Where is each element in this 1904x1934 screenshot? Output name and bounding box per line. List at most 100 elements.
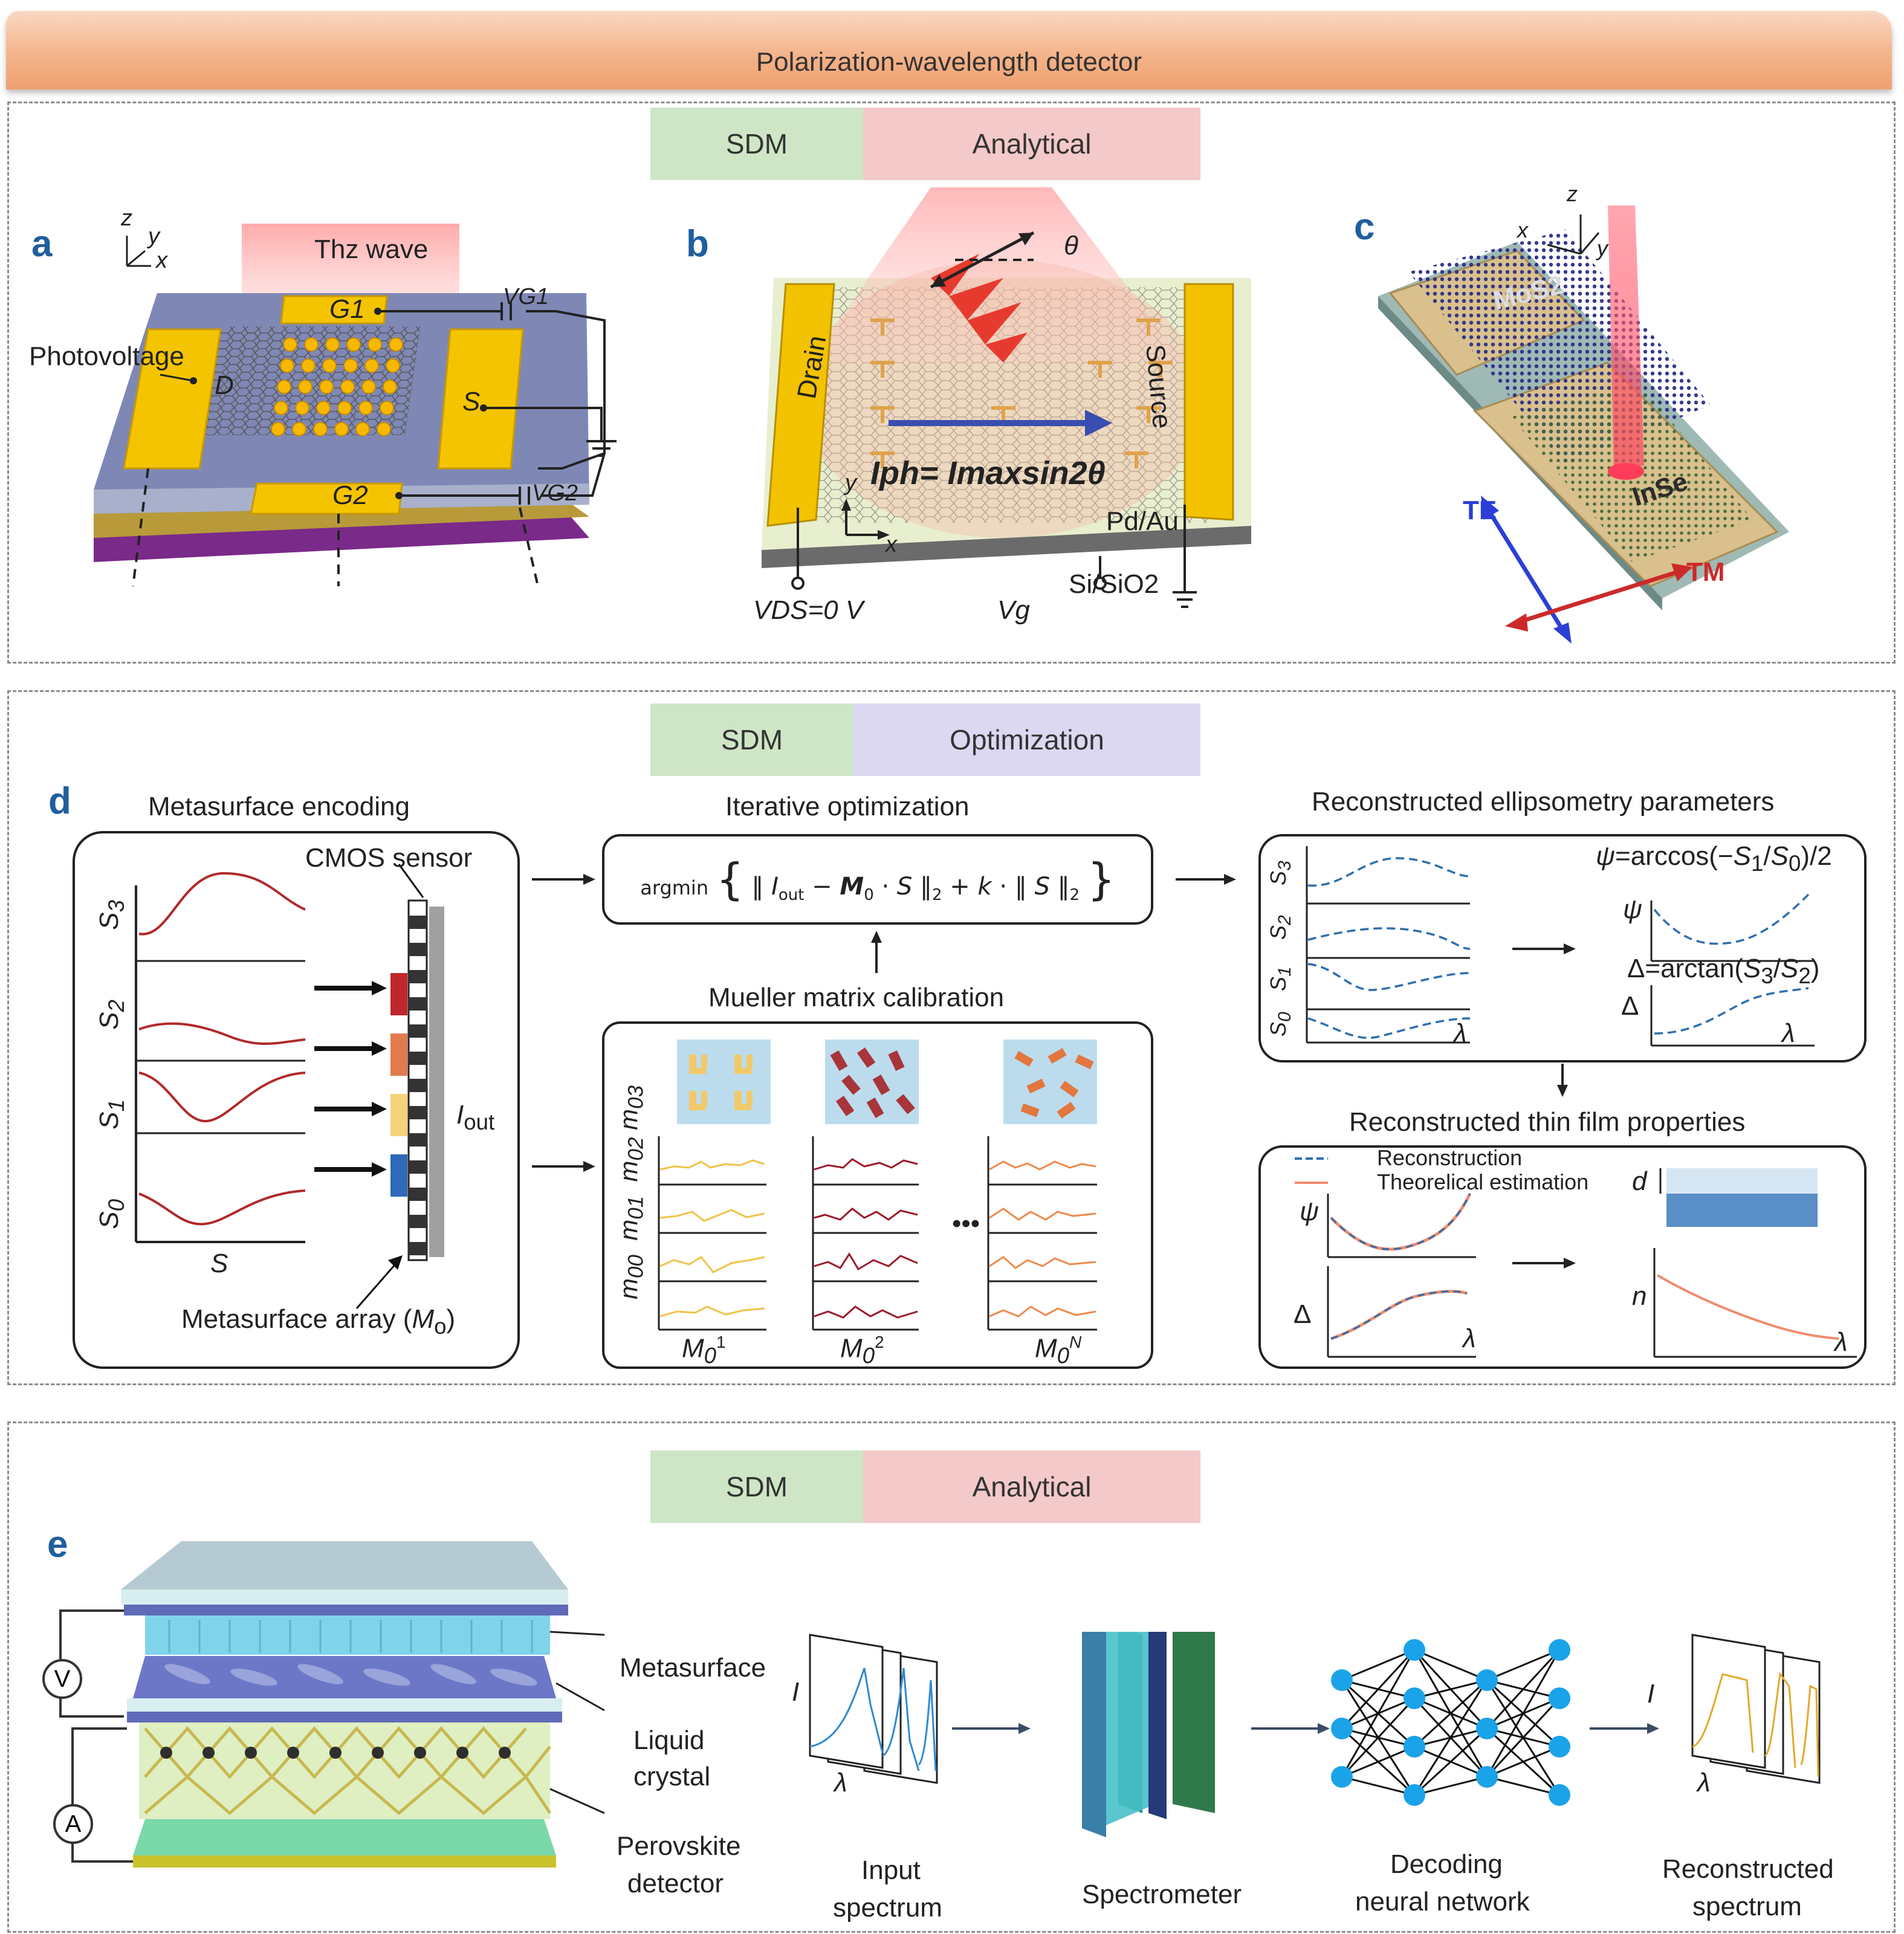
ellip-psi-axis: ψ [1623,894,1643,924]
axes-a [126,236,151,267]
iout-label: Iout [456,1100,495,1134]
film-n-label: n [1632,1281,1647,1311]
ellip-title: Reconstructed ellipsometry parameters [1312,787,1775,817]
decoding-label-2: neural network [1355,1887,1530,1916]
thin-lambda-left: λ [1463,1324,1476,1353]
stokes-s2: S2 [94,1000,129,1030]
electrode-d [123,328,222,470]
label-e: e [47,1524,68,1565]
stacked-device [59,1541,605,1868]
axis-z-c: z [1567,181,1578,206]
ellip-lambda-left: λ [1454,1018,1467,1048]
metasurface-layer [145,1615,550,1655]
recon-label-1: Reconstructed [1662,1854,1834,1884]
photovoltage-label: Photovoltage [29,341,184,371]
polarization-arrow-head-2 [931,274,946,287]
recon-lambda-label: λ [1697,1768,1711,1797]
beam-spot-c [1608,463,1644,480]
tag-analytical-3: Analytical [863,1450,1200,1523]
psi-curve [1653,893,1810,945]
meta-block-orange [390,1033,407,1076]
mueller-curves-red [814,1158,918,1319]
film-layer [1666,1168,1818,1194]
mueller-m0n: M0N [1035,1333,1082,1368]
mueller-box [602,1021,1153,1369]
thin-delta-axis: Δ [1294,1299,1312,1329]
lc-label-2: crystal [633,1762,711,1791]
vds-label: VDS=0 V [753,595,864,625]
ellip-s2: S2 [1265,915,1295,940]
pdau-label: Pd/Au [1106,506,1179,536]
argmin-box: argmin { ‖ Iout − M0 · S ‖2 + k · ‖ S ‖2… [602,834,1153,925]
nn-edges [1341,1649,1561,1796]
meta-block-red [390,973,407,1015]
bottom-electrode [133,1855,556,1868]
stokes-s0: S0 [94,1199,129,1229]
device-c-illustration [1378,205,1789,644]
ellip-s0: S0 [1265,1012,1295,1037]
device-b-illustration [762,187,1251,608]
polarized-wave [931,254,1028,363]
tag-sdm-3: SDM [650,1450,863,1523]
recon-frames [1691,1634,1821,1784]
axis-x-c: x [1517,218,1528,242]
input-i-label: I [792,1677,800,1707]
spectrometer-stack [1082,1632,1215,1837]
ellip-plots [1306,846,1815,1047]
recon-curves [1692,1672,1819,1777]
b-terminals [791,577,1107,590]
recon-label-2: spectrum [1692,1892,1802,1921]
label-b: b [686,223,709,265]
thin-arrow-head [1564,1258,1576,1269]
tag-sdm-1: SDM [650,108,863,180]
axis-x-a: x [156,248,167,273]
ellip-lambda-right: λ [1782,1018,1795,1048]
sisio2-label: Si/SiO2 [1069,569,1159,599]
polarization-arrow [930,231,1035,289]
te-label: TE [1463,496,1497,525]
thin-lambda-right: λ [1834,1327,1848,1357]
ellip-left-curves [1307,857,1471,1040]
thin-film-arrow [1557,1064,1568,1097]
axis-y-a: y [148,224,160,249]
tag-analytical-1: Analytical [863,108,1200,180]
ellip-s1: S1 [1265,966,1295,991]
vg-label: Vg [997,595,1030,625]
dashed-legs [132,468,539,587]
label-a: a [31,223,53,265]
label-d: d [48,780,71,822]
mueller-row-labels: m00 m01 m02 m03 [614,1085,648,1299]
recon-i-label: I [1647,1679,1655,1709]
current-arrow-head [1085,410,1112,436]
label-c: c [1354,206,1375,248]
stokes-s1: S1 [94,1099,129,1130]
tile-3-pattern [1014,1047,1094,1119]
light-beam-b [810,187,1185,363]
ellip-delta-axis: Δ [1621,991,1639,1021]
tag-optimization-2: Optimization [853,703,1200,776]
stokes-s3: S3 [94,900,129,930]
argmin-formula: argmin { ‖ Iout − M0 · S ‖2 + k · ‖ S ‖2… [640,854,1115,905]
te-arrow-head-1 [1481,496,1499,520]
cmos-label: CMOS sensor [305,843,473,873]
axes-c [1547,215,1600,255]
e-circuit-wires [59,1609,133,1863]
meta-block-blue [390,1154,407,1197]
thin-film-box [1258,1145,1867,1369]
decoding-label-1: Decoding [1390,1849,1503,1879]
mueller-curves-orange [989,1160,1096,1318]
input-lambda-label: λ [834,1768,847,1797]
source-electrode [1184,283,1234,521]
light-beam-c [1608,205,1644,471]
psi-equation: ψ=arccos(−S1/S0)/2 [1596,841,1832,876]
mueller-curves-yellow [659,1159,765,1318]
thin-delta-recon [1330,1290,1468,1340]
thin-psi-recon [1330,1193,1471,1250]
encoding-plots [135,864,444,1309]
mueller-title: Mueller matrix calibration [708,983,1005,1012]
perovskite-label-1: Perovskite [617,1831,741,1861]
photocurrent-formula: Iph= Imaxsin2θ [870,455,1106,491]
b-wires [797,505,1197,608]
perovskite-bg [139,1722,550,1819]
electrode-s [437,328,524,470]
